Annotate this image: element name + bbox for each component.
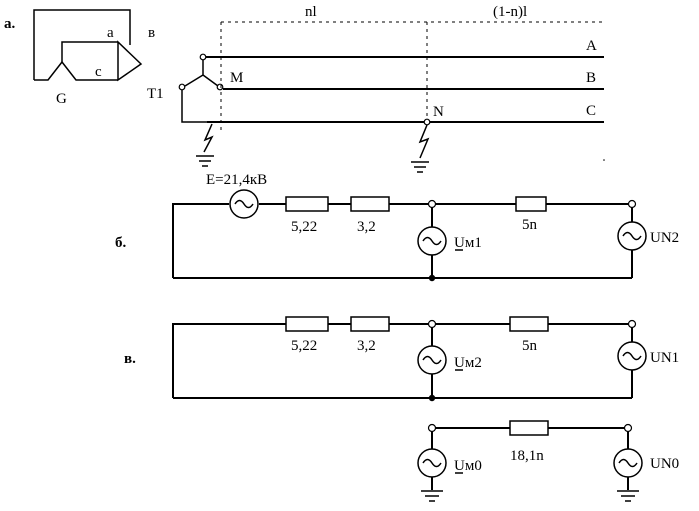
- um1-label: Uм1: [454, 235, 482, 251]
- source-un1-icon: [622, 351, 642, 361]
- resistor-5-22: [285, 196, 329, 212]
- emf-source-icon: [234, 199, 254, 209]
- ground-lead: [181, 90, 207, 123]
- phase-a-label: A: [586, 38, 597, 54]
- fault-point-n: [423, 118, 431, 126]
- outer-frame: [33, 9, 131, 80]
- un0-label: UN0: [650, 456, 679, 472]
- top-wire-2: [172, 323, 632, 398]
- source-um1-icon: [422, 236, 442, 246]
- fault-arrow-1: [203, 123, 214, 153]
- panel-b-label: б.: [115, 235, 127, 251]
- um0-label: Uм0: [454, 458, 482, 474]
- node-m-top: [427, 199, 437, 209]
- phase-b-label: B: [586, 70, 596, 86]
- terminal-a: [199, 53, 207, 61]
- delta-winding: [117, 40, 143, 82]
- node-m-top-v: [427, 319, 437, 329]
- source-um2-icon: [422, 355, 442, 365]
- panel-b: б. E=21,4кВ 5,22 3,2 5n Uм1 UN2: [115, 172, 679, 282]
- generator-link: [34, 60, 118, 81]
- resistor-3-2-v: [350, 316, 390, 332]
- um2-label: Uм2: [454, 355, 482, 371]
- r2-label-v: 3,2: [357, 338, 376, 354]
- source-un2-icon: [622, 231, 642, 241]
- winding-c-label: c: [95, 64, 102, 80]
- r1-label-v: 5,22: [291, 338, 317, 354]
- inner-frame: [61, 41, 118, 62]
- node-n-top-v: [627, 319, 637, 329]
- terminal-c: [178, 83, 186, 91]
- panel-a-label: а.: [4, 16, 16, 32]
- node-m-label: M: [230, 70, 243, 86]
- winding-v-label: в: [148, 25, 155, 41]
- ground-1: [196, 155, 214, 167]
- source-un0-icon: [618, 458, 638, 468]
- r2-label: 3,2: [357, 219, 376, 235]
- emf-label: E=21,4кВ: [206, 172, 267, 188]
- panel-a: а. a c в G T1 nl (1-n)l A B C M N: [4, 4, 605, 173]
- node-n0: [623, 423, 633, 433]
- star-winding: [184, 60, 219, 87]
- segment-1-n-label: (1-n)l: [493, 4, 527, 20]
- resistor-5n: [515, 196, 547, 212]
- node-m0: [427, 423, 437, 433]
- ground-2: [411, 161, 429, 173]
- source-um0-icon: [422, 458, 442, 468]
- panel-v-label: в.: [124, 351, 136, 367]
- stray-dot: [603, 159, 605, 161]
- ground-m0: [421, 490, 443, 502]
- r4-label: 18,1n: [510, 448, 544, 464]
- generator-label: G: [56, 91, 67, 107]
- node-n-top: [627, 199, 637, 209]
- resistor-3-2: [350, 196, 390, 212]
- un1-label: UN1: [650, 350, 679, 366]
- transformer-label: T1: [147, 86, 164, 102]
- r1-label: 5,22: [291, 219, 317, 235]
- resistor-5n-v: [509, 316, 549, 332]
- segment-nl-label: nl: [305, 4, 317, 20]
- terminal-b: [216, 83, 224, 91]
- panel-v: в. 5,22 3,2 5n Uм2 UN1 18,1n Uм0: [124, 316, 679, 502]
- phase-c-label: C: [586, 103, 596, 119]
- winding-a-label: a: [107, 25, 114, 41]
- top-wire: [172, 203, 632, 278]
- r3-label: 5n: [522, 217, 538, 233]
- resistor-5-22-v: [285, 316, 329, 332]
- resistor-18-1n: [509, 420, 549, 436]
- ground-n0: [617, 490, 639, 502]
- un2-label: UN2: [650, 230, 679, 246]
- node-m-bottom: [428, 274, 436, 282]
- fault-arrow-2: [418, 124, 430, 159]
- r3-label-v: 5n: [522, 338, 538, 354]
- node-m-bottom-v: [428, 394, 436, 402]
- node-n-label: N: [433, 104, 444, 120]
